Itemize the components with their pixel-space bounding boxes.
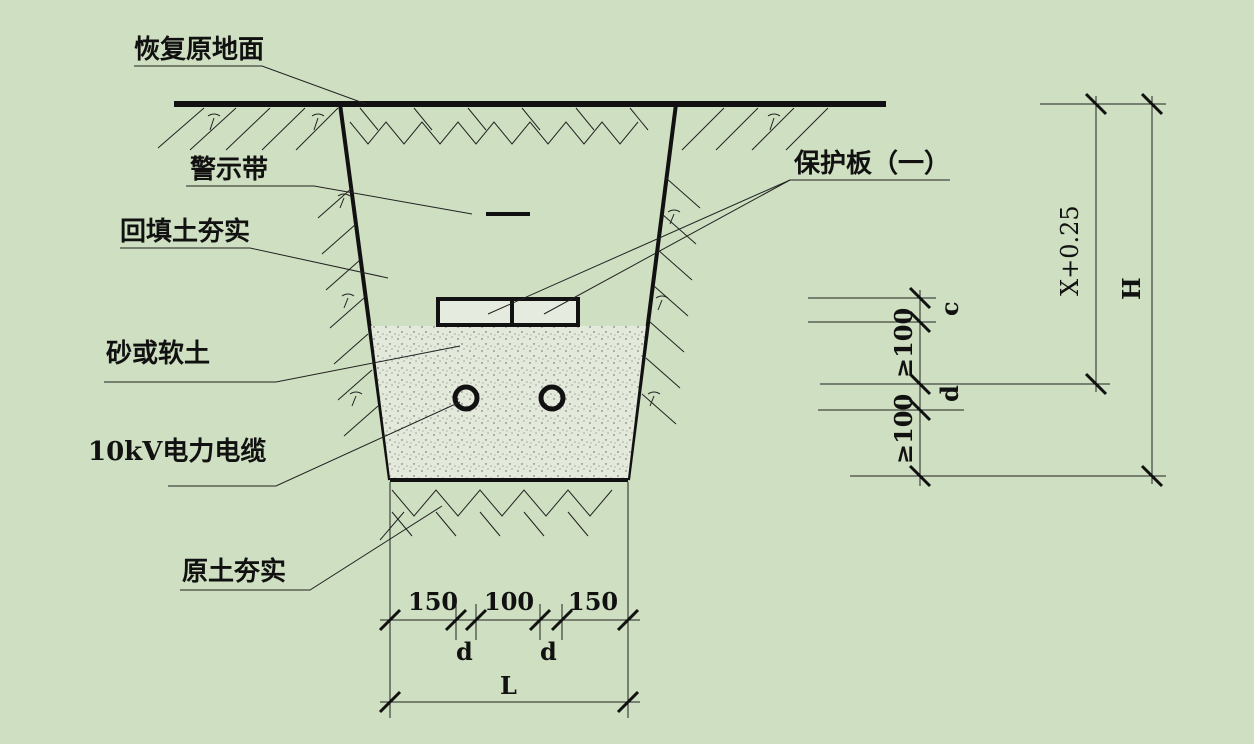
label-warning-tape: 警示带	[190, 154, 268, 185]
horizontal-dimension-ticks	[378, 608, 640, 714]
vertical-dimension-ticks	[908, 92, 1164, 488]
dim-d-vertical: d	[935, 385, 964, 402]
ground-hatch-right	[681, 107, 829, 151]
dim-d-right: d	[540, 637, 557, 666]
label-original-soil: 原土夯实	[182, 556, 286, 587]
leader-lines	[104, 65, 950, 591]
dim-d-left: d	[456, 637, 473, 666]
dim-min-100-upper: ≥100	[889, 308, 918, 378]
cable-right-icon	[538, 384, 566, 412]
label-protection-plate: 保护板（一）	[793, 149, 950, 179]
dim-c: c	[935, 301, 964, 316]
bottom-soil-hatch	[379, 489, 613, 541]
label-backfill: 回填土夯实	[120, 216, 250, 247]
ground-hatch-left	[157, 107, 339, 151]
sand-dots-region	[371, 326, 646, 478]
dim-x-height: X+0.25	[1056, 205, 1084, 296]
trench-left-wall	[338, 103, 392, 481]
dim-right-margin: 150	[568, 587, 618, 616]
dim-total-height-H: H	[1117, 277, 1146, 300]
vertical-dimension-lines	[808, 96, 1166, 486]
dim-min-100-lower: ≥100	[889, 394, 918, 464]
label-sand-soft-soil: 砂或软土	[106, 339, 210, 369]
dim-width-L: L	[500, 671, 517, 700]
trench-right-wall	[626, 103, 678, 481]
restored-soil-hatch	[349, 107, 649, 145]
label-restore-ground: 恢复原地面	[134, 35, 264, 65]
dim-left-margin: 150	[408, 587, 458, 616]
wall-hatch-left	[317, 187, 379, 437]
label-cable: 10kV电力电缆	[88, 436, 266, 467]
protection-plate-left	[436, 297, 514, 327]
wall-hatch-right	[641, 177, 701, 425]
dim-center-gap: 100	[484, 587, 534, 616]
cable-left-icon	[452, 384, 480, 412]
protection-plate-right	[510, 297, 580, 327]
